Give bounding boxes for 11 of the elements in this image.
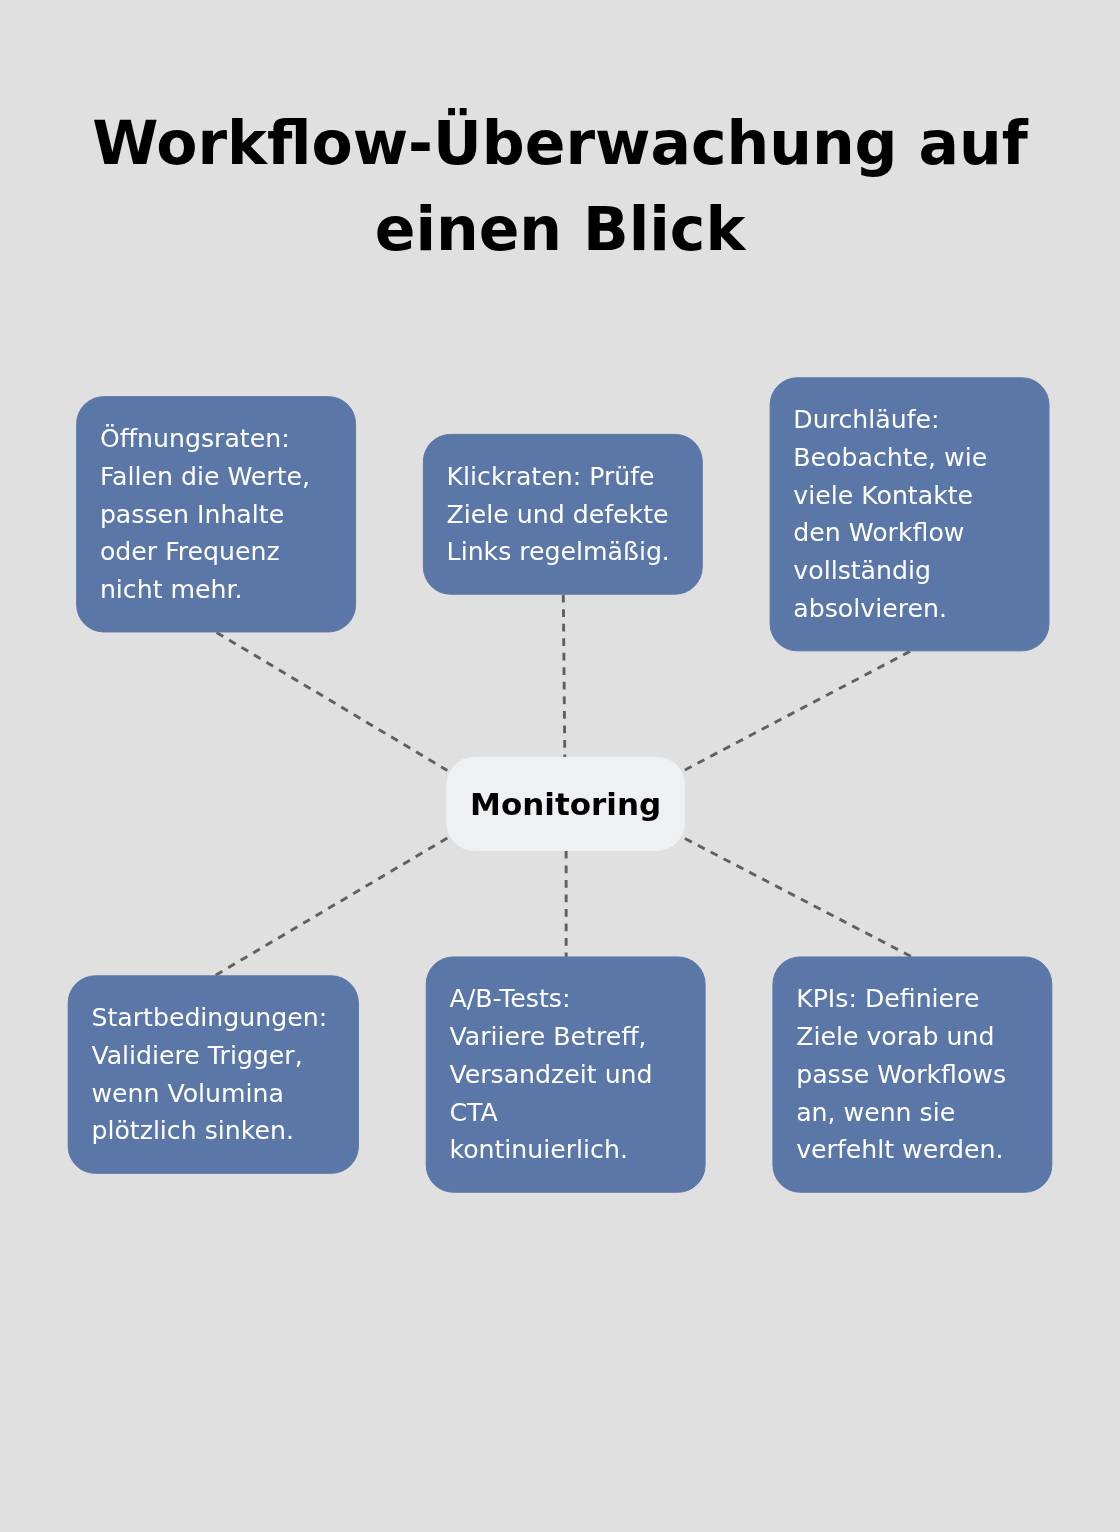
- node-box: KPIs: Definiere Ziele vorab und passe Workflows an, wenn sie verfehlt werden.: [772, 956, 1053, 1193]
- node-box: Öffnungsraten: Fallen die Werte, passen Inhalte oder Frequenz nicht mehr.: [76, 396, 357, 633]
- node-box: Monitoring: [446, 756, 685, 851]
- node-box: Startbedingungen: Validiere Trigger, wenn Volumina plötzlich sinken.: [67, 975, 359, 1174]
- node-box: A/B-Tests: Variiere Betreff, Versandzeit und CTA kontinuierlich.: [425, 956, 706, 1193]
- node-box: Durchläufe: Beobachte, wie viele Kontakte den Workflow vollständig absolvieren.: [769, 377, 1050, 652]
- title: Workflow-Überwachung auf einen Blick: [91, 107, 1030, 266]
- connector: [684, 650, 911, 772]
- connector: [561, 594, 567, 758]
- connector: [564, 850, 568, 958]
- node-box: Klickraten: Prüfe Ziele und defekte Links regelmäßig.: [422, 433, 703, 595]
